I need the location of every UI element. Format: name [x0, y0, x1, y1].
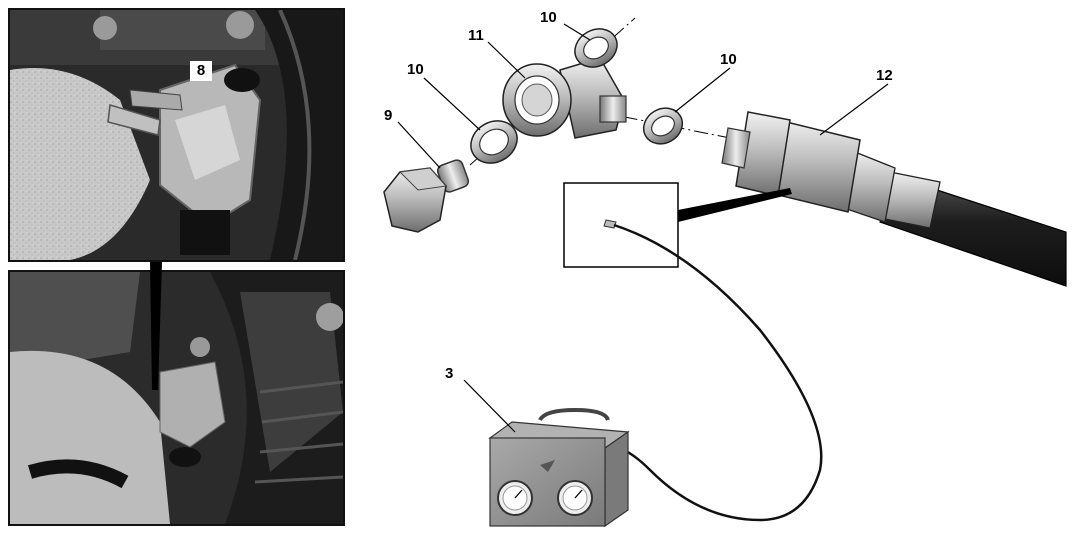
logo-mark	[540, 460, 555, 472]
sealing-washer-right	[642, 107, 684, 145]
callout-10-right: 10	[720, 51, 737, 68]
detail-nipple	[603, 219, 617, 229]
pressure-tester-case	[488, 407, 630, 528]
callout-9: 9	[384, 107, 392, 124]
bleeder-adapter	[721, 111, 1067, 287]
case-handle	[538, 407, 610, 422]
callout-8: 8	[190, 61, 212, 81]
leader-lines	[397, 23, 889, 433]
callout-12: 12	[876, 67, 893, 84]
banjo-fitting	[502, 57, 627, 139]
callout-10-top: 10	[540, 9, 557, 26]
photo-wheel-caliper-overview	[8, 270, 345, 526]
detail-pointer-wedge	[678, 188, 792, 222]
callout-10-left: 10	[407, 61, 424, 78]
callout-3: 3	[445, 365, 453, 382]
sealing-washer-left	[470, 120, 518, 164]
gauge-hose	[613, 223, 823, 522]
photo-top-illustration	[10, 10, 343, 260]
detail-box	[563, 182, 679, 268]
callout-11: 11	[468, 27, 484, 44]
photo-caliper-bleed-screw: 8	[8, 8, 345, 262]
banjo-bolt	[383, 159, 470, 233]
photo-connector-line	[150, 262, 162, 390]
photo-bottom-illustration	[10, 272, 343, 524]
detail-inset	[563, 182, 792, 268]
sealing-washer-top	[574, 28, 618, 68]
